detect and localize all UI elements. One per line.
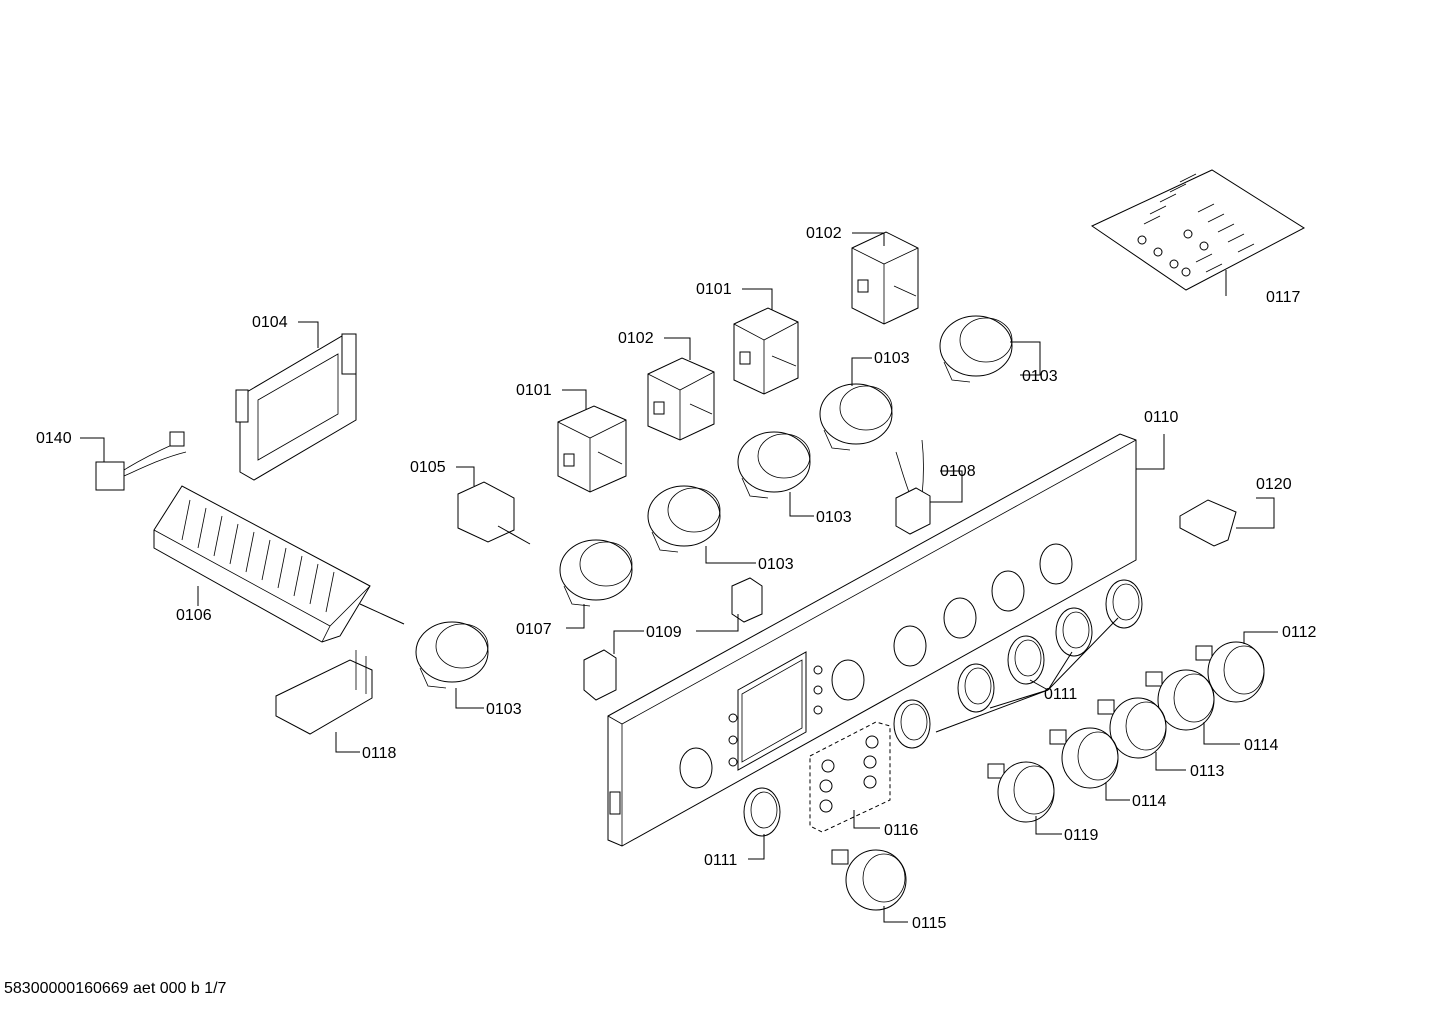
label-0103-c: 0103: [816, 509, 852, 526]
control-panel: [607, 433, 1137, 847]
leader-lines: [80, 232, 1278, 923]
switch-0101-mid: [557, 405, 627, 493]
label-0111-a: 0111: [1044, 686, 1077, 703]
lamp-holder-b: [583, 649, 617, 701]
label-0102-mid: 0102: [618, 330, 654, 347]
electronic-module: [235, 333, 357, 481]
label-0116: 0116: [884, 822, 919, 839]
label-0109: 0109: [646, 624, 682, 641]
sleeve-top-right: [939, 315, 1013, 383]
label-0117: 0117: [1266, 289, 1301, 306]
knob-0115: [831, 849, 907, 911]
thermal-fuse: [895, 439, 931, 535]
label-0103-a: 0103: [1022, 368, 1058, 385]
knob-0119: [987, 761, 1055, 823]
wire-harness: [95, 431, 187, 491]
bracket: [275, 650, 373, 735]
push-buttons: [809, 721, 891, 833]
label-0101-mid: 0101: [516, 382, 552, 399]
label-0114-b: 0114: [1132, 793, 1167, 810]
label-0103-e: 0103: [486, 701, 522, 718]
label-0115: 0115: [912, 915, 947, 932]
rotary-element: [457, 481, 531, 545]
label-0106: 0106: [176, 607, 212, 624]
screw-bag: [1090, 169, 1306, 291]
knob-0114-bottom: [1049, 727, 1119, 789]
label-0102-top: 0102: [806, 225, 842, 242]
label-0105: 0105: [410, 459, 446, 476]
label-0140: 0140: [36, 430, 72, 447]
label-0111-b: 0111: [704, 852, 737, 869]
label-0110: 0110: [1144, 409, 1179, 426]
terminal-block: [153, 485, 405, 643]
lamp-holder-a: [731, 577, 763, 623]
switch-0101-top: [733, 307, 799, 395]
sleeve-bottom: [415, 621, 489, 689]
knob-0114-top: [1145, 669, 1215, 731]
document-id: 58300000160669 aet 000 b 1/7: [4, 980, 227, 997]
trim-rings: [743, 579, 1143, 837]
label-0104: 0104: [252, 314, 288, 331]
knob-0113: [1097, 697, 1167, 759]
label-0101-top: 0101: [696, 281, 732, 298]
switch-0102-top: [851, 231, 919, 325]
sleeve-0107: [559, 539, 633, 607]
label-0114-a: 0114: [1244, 737, 1279, 754]
switch-0102-mid: [647, 357, 715, 441]
cover: [1179, 499, 1237, 547]
label-0120: 0120: [1256, 476, 1292, 493]
sleeve-1: [819, 383, 893, 451]
label-0107: 0107: [516, 621, 552, 638]
part-labels: 0102 0101 0102 0101 0104 0140 0105 0106 …: [36, 225, 1317, 932]
label-0118: 0118: [362, 745, 397, 762]
label-0103-b: 0103: [874, 350, 910, 367]
sleeve-3: [647, 485, 721, 553]
knob-0112: [1195, 641, 1265, 703]
sleeve-2: [737, 431, 811, 499]
label-0103-d: 0103: [758, 556, 794, 573]
label-0108: 0108: [940, 463, 976, 480]
label-0119: 0119: [1064, 827, 1099, 844]
label-0112: 0112: [1282, 624, 1317, 641]
label-0113: 0113: [1190, 763, 1225, 780]
